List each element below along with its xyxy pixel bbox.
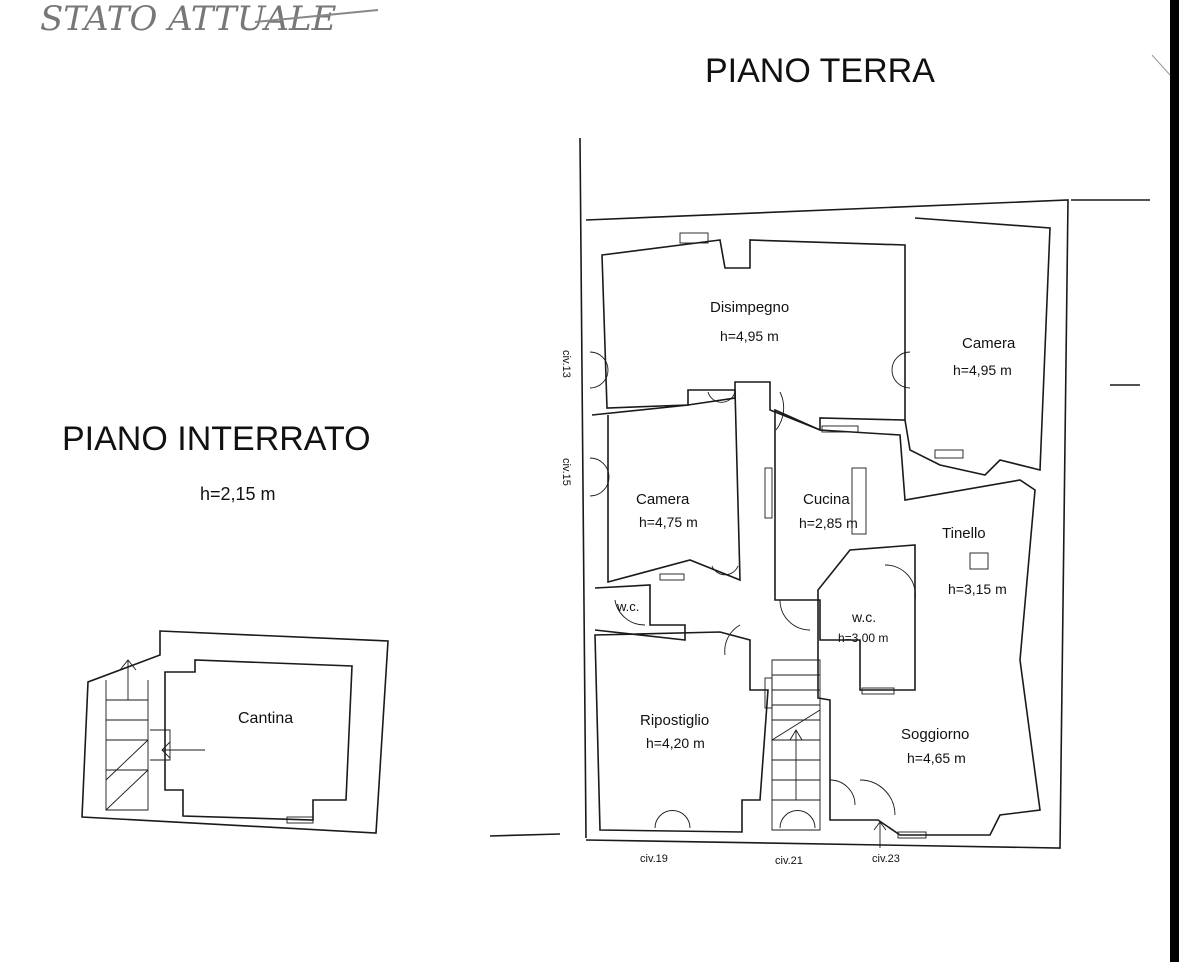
entrance-label-civ23: civ.23 [872, 853, 900, 865]
room-height-cucina: h=2,85 m [799, 515, 858, 531]
room-height-camera-right: h=4,95 m [953, 362, 1012, 378]
basement-height: h=2,15 m [200, 484, 276, 504]
handwritten-note: STATO ATTUALE [40, 0, 337, 39]
room-label-camera-left: Camera [636, 491, 690, 508]
room-height-ripostiglio: h=4,20 m [646, 735, 705, 751]
room-label-tinello: Tinello [942, 525, 986, 542]
scan-edge [1170, 0, 1179, 962]
ground-floor-title: PIANO TERRA [705, 52, 935, 90]
room-label-cucina: Cucina [803, 491, 850, 508]
room-label-soggiorno: Soggiorno [901, 726, 969, 743]
entrance-label-civ15: civ.15 [560, 458, 572, 486]
room-height-disimpegno: h=4,95 m [720, 328, 779, 344]
scan-mark [1151, 54, 1171, 76]
room-height-wc-right: h=3,00 m [838, 631, 888, 645]
room-label-camera-right: Camera [962, 335, 1016, 352]
room-label-ripostiglio: Ripostiglio [640, 712, 709, 729]
handwritten-underline [254, 9, 379, 23]
room-label-wc-left: w.c. [616, 599, 639, 614]
room-height-camera-left: h=4,75 m [639, 514, 698, 530]
room-height-soggiorno: h=4,65 m [907, 750, 966, 766]
room-height-tinello: h=3,15 m [948, 581, 1007, 597]
basement-plan: Cantina [81, 630, 389, 834]
room-label-cantina: Cantina [238, 710, 293, 727]
entrance-label-civ19: civ.19 [640, 853, 668, 865]
entrance-label-civ13: civ.13 [560, 350, 572, 378]
ground-floor-plan: Disimpegno h=4,95 m Camera h=4,95 m Came… [489, 137, 1150, 867]
entrance-label-civ21: civ.21 [775, 855, 803, 867]
room-label-disimpegno: Disimpegno [710, 299, 789, 316]
basement-title: PIANO INTERRATO [62, 420, 371, 458]
room-label-wc-right: w.c. [851, 609, 876, 625]
